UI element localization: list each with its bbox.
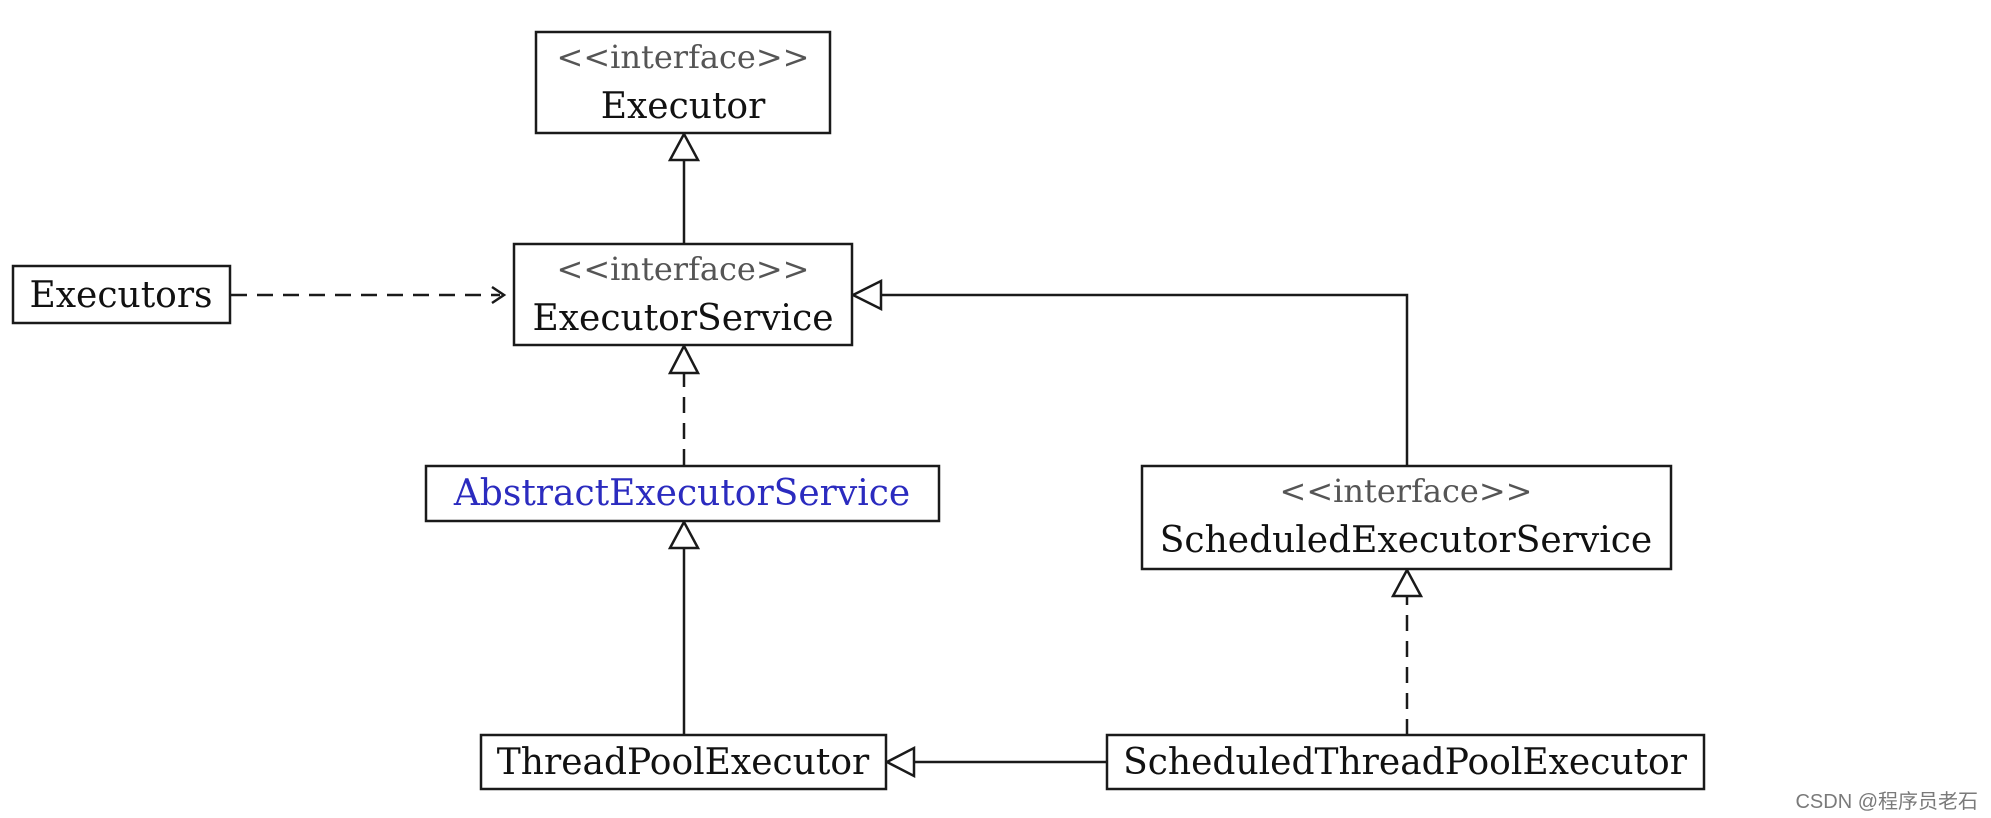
class-scheduledexecutorservice-name: ScheduledExecutorService bbox=[1160, 520, 1653, 561]
class-scheduledthreadpoolexecutor: ScheduledThreadPoolExecutor bbox=[1105, 733, 1706, 791]
class-executorservice-name: ExecutorService bbox=[532, 298, 833, 339]
edge-abstractexecutorservice-to-executorservice bbox=[667, 343, 701, 465]
watermark: CSDN @程序员老石 bbox=[1795, 790, 1978, 813]
class-scheduledexecutorservice-stereotype: <<interface>> bbox=[1280, 472, 1533, 510]
class-executorservice-stereotype: <<interface>> bbox=[557, 250, 810, 288]
generalization-arrow-icon bbox=[884, 745, 916, 779]
class-executor-name: Executor bbox=[601, 86, 766, 127]
class-executor: <<interface>> Executor bbox=[534, 30, 832, 135]
class-executors: Executors bbox=[11, 264, 232, 325]
generalization-arrow-icon bbox=[667, 131, 701, 162]
class-scheduledexecutorservice: <<interface>> ScheduledExecutorService bbox=[1140, 464, 1673, 571]
class-executors-name: Executors bbox=[29, 275, 212, 316]
class-scheduledthreadpoolexecutor-name: ScheduledThreadPoolExecutor bbox=[1123, 742, 1688, 783]
edge-scheduledthreadpoolexecutor-to-scheduledexecutorservice bbox=[1390, 567, 1424, 735]
edge-threadpoolexecutor-to-abstractexecutorservice bbox=[667, 519, 701, 735]
realization-arrow-icon bbox=[1390, 567, 1424, 598]
class-executorservice: <<interface>> ExecutorService bbox=[512, 242, 854, 347]
edge-scheduledthreadpoolexecutor-to-threadpoolexecutor bbox=[884, 745, 1106, 779]
dependency-arrow-icon bbox=[491, 285, 507, 305]
edge-scheduledexecutorservice-to-executorservice bbox=[850, 278, 1409, 466]
edge-executors-to-executorservice bbox=[231, 285, 507, 305]
class-threadpoolexecutor-name: ThreadPoolExecutor bbox=[497, 742, 870, 783]
class-executor-stereotype: <<interface>> bbox=[557, 38, 810, 76]
class-threadpoolexecutor: ThreadPoolExecutor bbox=[479, 733, 888, 791]
class-abstractexecutorservice-name: AbstractExecutorService bbox=[453, 473, 910, 514]
generalization-arrow-icon bbox=[850, 278, 883, 312]
class-abstractexecutorservice: AbstractExecutorService bbox=[424, 464, 941, 523]
realization-arrow-icon bbox=[667, 343, 701, 375]
generalization-arrow-icon bbox=[667, 519, 701, 550]
edge-executorservice-to-executor bbox=[667, 131, 701, 243]
